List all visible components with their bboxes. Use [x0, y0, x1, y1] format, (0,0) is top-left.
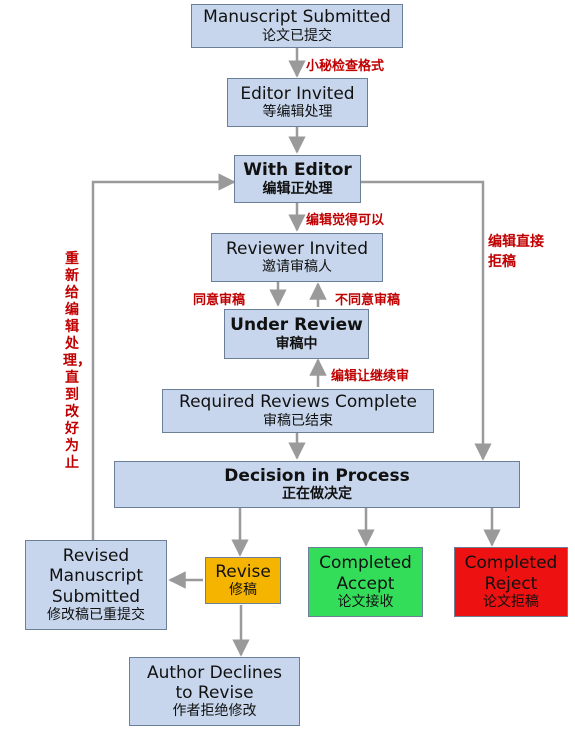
- node-en: Decision in Process: [224, 465, 410, 486]
- label-editor-continue: 编辑让继续审: [331, 369, 410, 384]
- node-decision-in-process: Decision in Process 正在做决定: [114, 461, 520, 508]
- node-en: Editor Invited: [240, 83, 355, 104]
- label-editor-ok: 编辑觉得可以: [306, 213, 385, 228]
- node-author-declines: Author Declines to Revise 作者拒绝修改: [129, 657, 300, 726]
- node-zh: 邀请审稿人: [262, 259, 332, 276]
- node-with-editor: With Editor 编辑正处理: [234, 155, 361, 203]
- node-zh: 论文接收: [337, 593, 394, 610]
- node-revise: Revise 修稿: [205, 557, 281, 604]
- node-en: Reviewer Invited: [226, 238, 368, 259]
- label-agree-review: 同意审稿: [193, 293, 246, 308]
- node-zh: 修改稿已重提交: [47, 607, 145, 624]
- node-zh: 正在做决定: [282, 486, 352, 503]
- node-en: Under Review: [230, 315, 363, 336]
- arrow-resubmit-loop: [91, 173, 236, 540]
- node-en: With Editor: [243, 160, 352, 181]
- node-reviewer-invited: Reviewer Invited 邀请审稿人: [211, 233, 383, 282]
- node-en: Revise: [215, 561, 271, 582]
- node-editor-invited: Editor Invited 等编辑处理: [227, 78, 368, 127]
- node-completed-reject: Completed Reject 论文拒稿: [454, 547, 568, 617]
- label-resubmit-loop: 重新给编辑处理，直到改好为止: [63, 251, 91, 471]
- node-en-line1: Revised: [62, 546, 130, 567]
- node-zh: 作者拒绝修改: [172, 703, 257, 720]
- node-under-review: Under Review 审稿中: [224, 309, 369, 359]
- node-zh: 论文已提交: [262, 27, 332, 44]
- node-en: Manuscript Submitted: [203, 7, 391, 28]
- node-en-line2: Manuscript: [48, 566, 143, 587]
- node-en: Required Reviews Complete: [179, 392, 417, 413]
- node-en-line2: to Revise: [175, 683, 254, 704]
- node-en-line2: Accept: [336, 573, 395, 594]
- node-en-line1: Completed: [464, 553, 558, 574]
- label-secretary-check: 小秘检查格式: [306, 59, 385, 74]
- node-completed-accept: Completed Accept 论文接收: [308, 547, 423, 617]
- arrow-direct-reject: [361, 180, 492, 461]
- node-en-line1: Author Declines: [146, 662, 283, 683]
- node-manuscript-submitted: Manuscript Submitted 论文已提交: [191, 4, 403, 48]
- node-en-line2: Reject: [484, 573, 538, 594]
- node-en-line1: Completed: [319, 553, 412, 574]
- node-zh: 审稿中: [275, 335, 318, 352]
- node-zh: 等编辑处理: [262, 104, 333, 121]
- node-zh: 论文拒稿: [483, 593, 539, 610]
- node-en-line3: Submitted: [51, 586, 141, 607]
- node-zh: 审稿已结束: [263, 412, 333, 429]
- node-reviews-complete: Required Reviews Complete 审稿已结束: [162, 389, 434, 433]
- node-revised-submitted: Revised Manuscript Submitted 修改稿已重提交: [25, 540, 167, 630]
- node-zh: 编辑正处理: [262, 180, 333, 197]
- label-disagree-review: 不同意审稿: [335, 293, 401, 308]
- label-direct-reject: 编辑直接拒稿: [488, 234, 544, 270]
- node-zh: 修稿: [229, 582, 257, 599]
